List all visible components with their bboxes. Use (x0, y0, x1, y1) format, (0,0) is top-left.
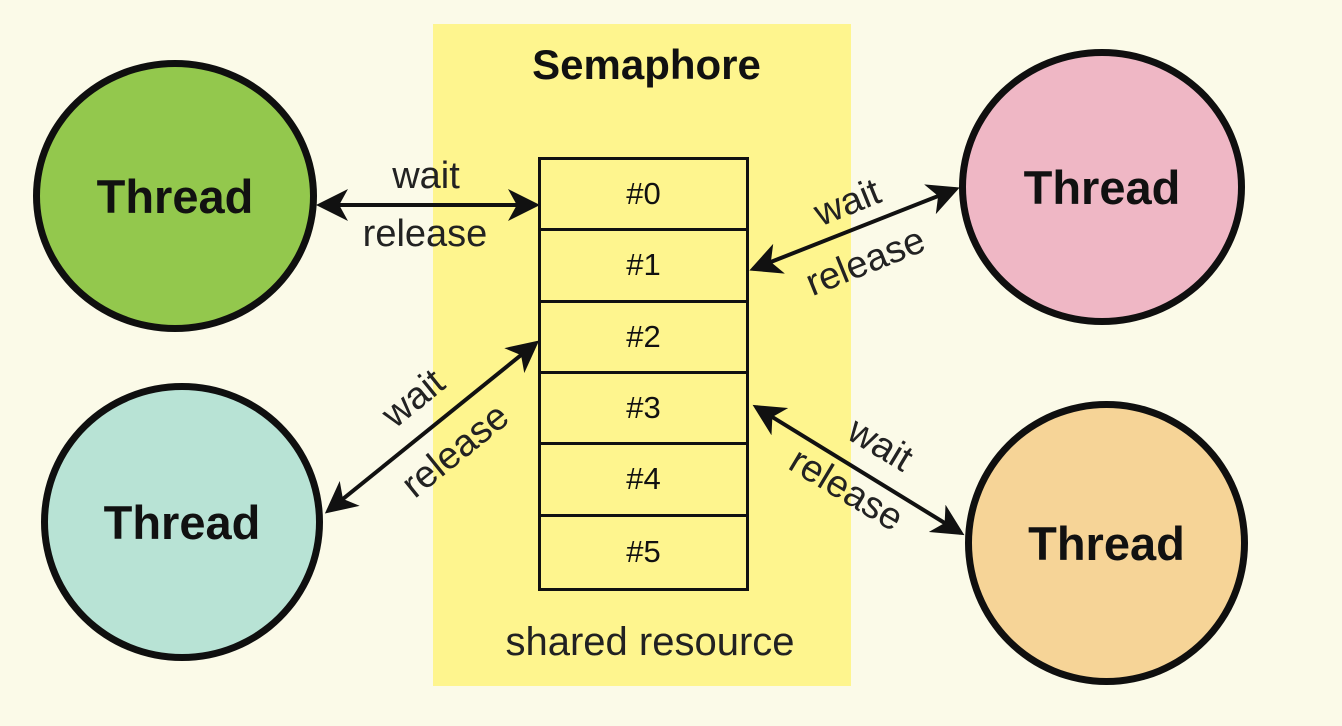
thread-node-bottom-right: Thread (965, 401, 1248, 685)
semaphore-title: Semaphore (532, 41, 761, 88)
resource-slot: #3 (541, 374, 746, 446)
thread-node-top-left: Thread (33, 60, 317, 332)
wait-label: wait (840, 409, 921, 481)
resource-slot: #5 (626, 534, 661, 570)
thread-node-top-right: Thread (959, 49, 1245, 325)
shared-resource-slots: #0 #1 #2 #3 #4 #5 (538, 157, 749, 591)
resource-slot: #1 (541, 231, 746, 303)
shared-resource-caption: shared resource (505, 620, 795, 664)
resource-slot: #0 (541, 160, 746, 232)
thread-node-bottom-left: Thread (41, 383, 323, 661)
resource-slot: #4 (541, 445, 746, 517)
resource-slot: #2 (541, 303, 746, 374)
